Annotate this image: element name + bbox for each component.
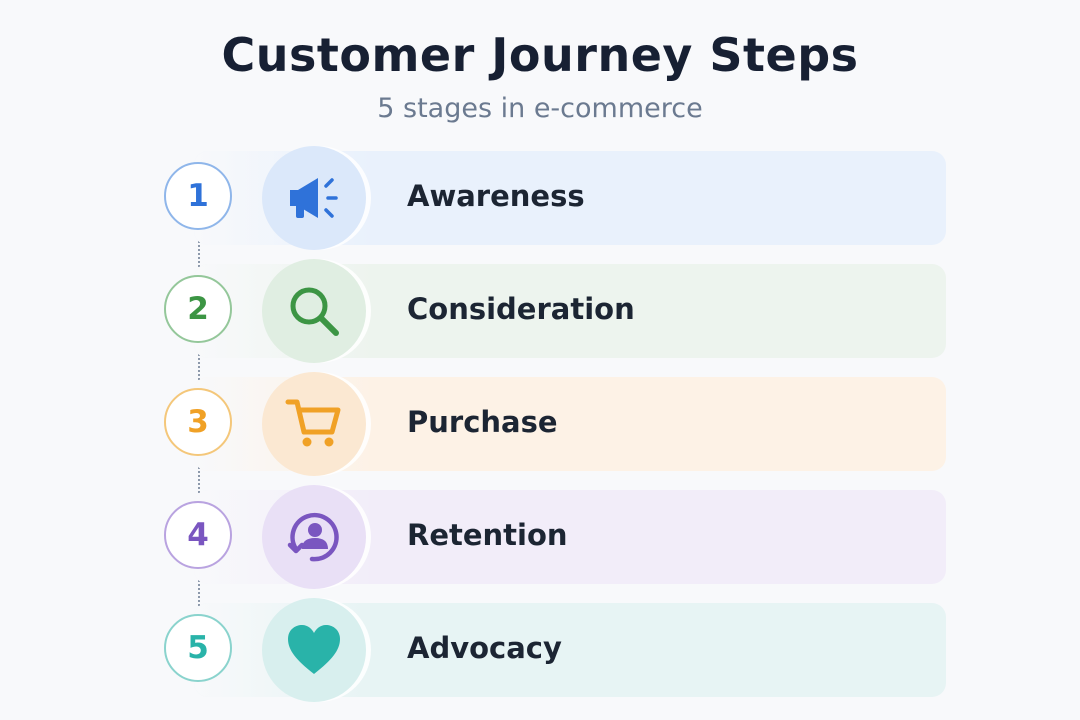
shopping-cart-icon (262, 372, 366, 476)
returning-user-icon (262, 485, 366, 589)
step-connector (198, 232, 200, 275)
page-subtitle: 5 stages in e-commerce (377, 93, 703, 124)
heart-icon (262, 598, 366, 702)
step-number-badge: 5 (164, 614, 232, 682)
step-number-badge: 3 (164, 388, 232, 456)
journey-step-row: 4 Retention (0, 485, 1080, 589)
step-label: Advocacy (407, 631, 562, 665)
step-label: Consideration (407, 292, 635, 326)
step-label: Retention (407, 518, 568, 552)
step-number-badge: 4 (164, 501, 232, 569)
journey-step-row: 2 Consideration (0, 259, 1080, 363)
step-label: Purchase (407, 405, 558, 439)
journey-step-row: 5 Advocacy (0, 598, 1080, 702)
step-connector (198, 458, 200, 501)
step-connector (198, 571, 200, 614)
magnifier-icon (262, 259, 366, 363)
megaphone-icon (262, 146, 366, 250)
page-title: Customer Journey Steps (221, 28, 859, 82)
step-number-badge: 2 (164, 275, 232, 343)
step-connector (198, 345, 200, 388)
step-number-badge: 1 (164, 162, 232, 230)
journey-step-row: 1 Awareness (0, 146, 1080, 250)
journey-step-row: 3 Purchase (0, 372, 1080, 476)
step-label: Awareness (407, 179, 585, 213)
